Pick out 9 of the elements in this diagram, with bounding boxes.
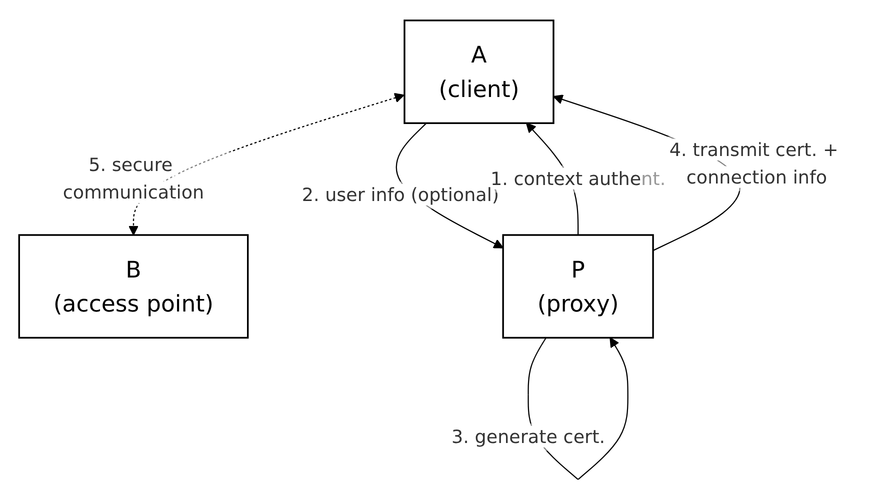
node-box: A (client) bbox=[404, 20, 554, 124]
edge-label: 3. generate cert. bbox=[452, 426, 606, 448]
edge-label: 1. context authent. bbox=[490, 168, 666, 190]
edge-label: 4. transmit cert. + connection info bbox=[669, 138, 838, 188]
node-box: B (access point) bbox=[18, 234, 249, 339]
edge-label: 2. user info (optional) bbox=[302, 184, 500, 206]
node-box: P (proxy) bbox=[502, 234, 654, 339]
arrow bbox=[128, 92, 404, 236]
edge-label: 5. secure communication bbox=[62, 154, 204, 204]
